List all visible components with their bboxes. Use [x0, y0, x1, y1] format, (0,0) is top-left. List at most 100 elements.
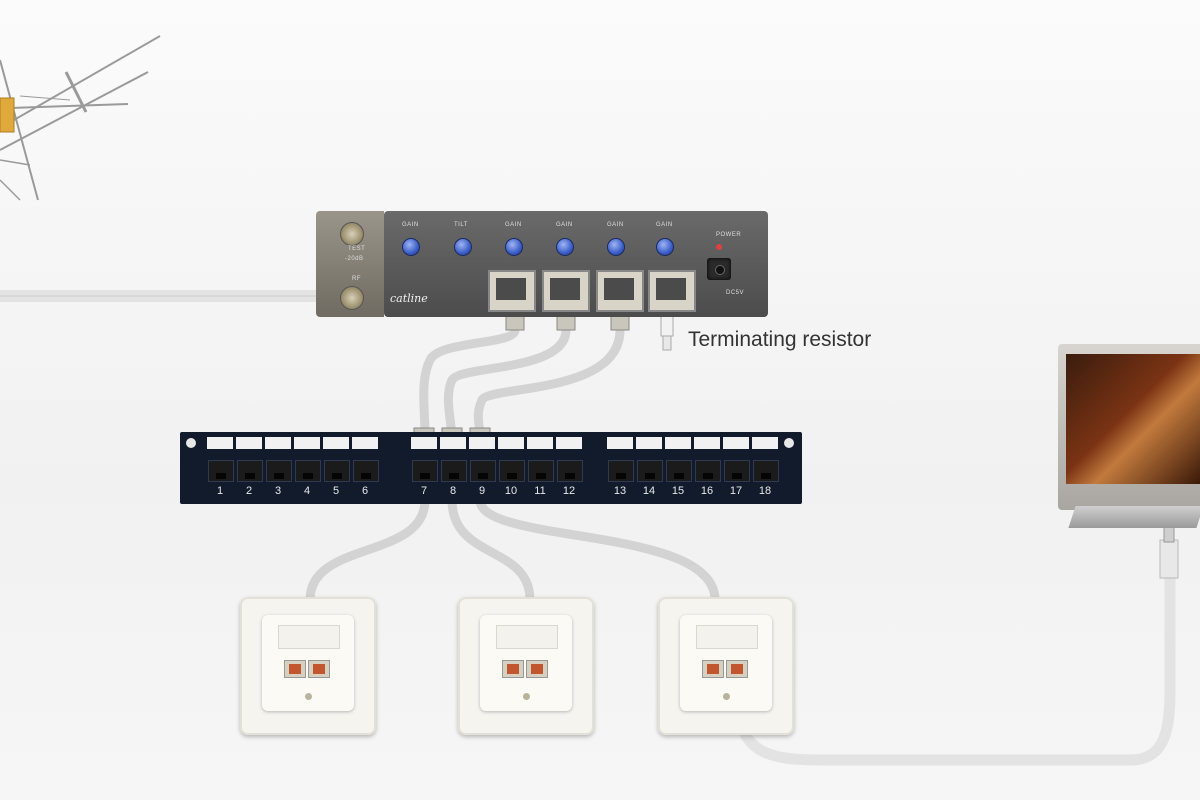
wall-socket-2 — [458, 597, 594, 735]
rf-port[interactable] — [340, 286, 364, 310]
television — [1058, 344, 1200, 510]
test-db-label: -20dB — [345, 256, 364, 262]
patch-port-1[interactable] — [208, 460, 234, 482]
patch-port-number: 1 — [216, 485, 224, 497]
antenna-icon — [0, 35, 161, 201]
patch-port-number: 7 — [420, 485, 428, 497]
dc-label: DC5V — [726, 290, 745, 296]
socket-jack[interactable] — [526, 660, 548, 678]
panel-to-socket-cables — [305, 498, 720, 601]
patch-port-number: 4 — [303, 485, 311, 497]
patch-label-tab — [607, 437, 633, 449]
socket-faceplate — [680, 615, 772, 711]
patch-port-16[interactable] — [695, 460, 721, 482]
patch-port-12[interactable] — [557, 460, 583, 482]
patch-port-3[interactable] — [266, 460, 292, 482]
knob-label-2: TILT — [454, 222, 468, 228]
socket-label-flap — [496, 625, 558, 649]
patch-port-number: 17 — [729, 485, 743, 497]
gain-knob-5[interactable] — [656, 238, 674, 256]
amp-output-port-1[interactable] — [488, 270, 536, 312]
patch-port-5[interactable] — [324, 460, 350, 482]
patch-label-tab — [636, 437, 662, 449]
patch-port-number: 12 — [562, 485, 576, 497]
patch-port-2[interactable] — [237, 460, 263, 482]
patch-port-13[interactable] — [608, 460, 634, 482]
brand-logo: catline — [390, 292, 428, 305]
tv-cable — [732, 560, 1176, 766]
knob-label-4: GAIN — [556, 222, 573, 228]
socket-jack[interactable] — [284, 660, 306, 678]
patch-port-number: 2 — [245, 485, 253, 497]
patch-port-number: 15 — [671, 485, 685, 497]
socket-screw — [523, 693, 530, 700]
amp-output-port-2[interactable] — [542, 270, 590, 312]
patch-port-6[interactable] — [353, 460, 379, 482]
patch-port-number: 18 — [758, 485, 772, 497]
patch-label-tab — [556, 437, 582, 449]
patch-label-tab — [498, 437, 524, 449]
patch-port-number: 10 — [504, 485, 518, 497]
gain-knob-3[interactable] — [556, 238, 574, 256]
patch-label-tab — [294, 437, 320, 449]
tv-connector — [1159, 523, 1179, 579]
tv-stand — [1068, 506, 1200, 528]
patch-port-10[interactable] — [499, 460, 525, 482]
terminating-resistor-label: Terminating resistor — [688, 328, 872, 351]
tilt-knob[interactable] — [454, 238, 472, 256]
socket-jack[interactable] — [308, 660, 330, 678]
wall-socket-1 — [240, 597, 376, 735]
socket-faceplate — [480, 615, 572, 711]
patch-port-17[interactable] — [724, 460, 750, 482]
knob-label-3: GAIN — [505, 222, 522, 228]
patch-label-tab — [665, 437, 691, 449]
patch-label-tab — [265, 437, 291, 449]
test-label: TEST — [348, 246, 366, 252]
patch-label-tab — [469, 437, 495, 449]
patch-label-tab — [723, 437, 749, 449]
gain-knob-2[interactable] — [505, 238, 523, 256]
mount-hole-left — [186, 438, 196, 448]
power-led — [716, 244, 722, 250]
patch-port-9[interactable] — [470, 460, 496, 482]
patch-port-number: 8 — [449, 485, 457, 497]
gain-knob-1[interactable] — [402, 238, 420, 256]
socket-screw — [723, 693, 730, 700]
gain-knob-4[interactable] — [607, 238, 625, 256]
patch-label-tab — [440, 437, 466, 449]
patch-port-7[interactable] — [412, 460, 438, 482]
patch-port-15[interactable] — [666, 460, 692, 482]
socket-jack[interactable] — [502, 660, 524, 678]
patch-port-18[interactable] — [753, 460, 779, 482]
patch-port-11[interactable] — [528, 460, 554, 482]
rf-label: RF — [352, 276, 361, 282]
amp-output-port-3[interactable] — [596, 270, 644, 312]
socket-faceplate — [262, 615, 354, 711]
test-port[interactable] — [340, 222, 364, 246]
socket-screw — [305, 693, 312, 700]
patch-label-tab — [527, 437, 553, 449]
patch-label-tab — [323, 437, 349, 449]
patch-label-tab — [236, 437, 262, 449]
amp-output-port-4[interactable] — [648, 270, 696, 312]
knob-label-5: GAIN — [607, 222, 624, 228]
patch-port-4[interactable] — [295, 460, 321, 482]
amp-to-panel-cables — [419, 328, 625, 436]
power-label: POWER — [716, 232, 742, 238]
patch-label-tab — [207, 437, 233, 449]
socket-label-flap — [278, 625, 340, 649]
patch-port-14[interactable] — [637, 460, 663, 482]
socket-jack[interactable] — [702, 660, 724, 678]
patch-label-tab — [411, 437, 437, 449]
patch-port-number: 3 — [274, 485, 282, 497]
patch-port-number: 6 — [361, 485, 369, 497]
dc-power-jack[interactable] — [707, 258, 731, 280]
socket-label-flap — [696, 625, 758, 649]
patch-port-8[interactable] — [441, 460, 467, 482]
patch-port-number: 11 — [534, 485, 546, 497]
socket-jack[interactable] — [726, 660, 748, 678]
mount-hole-right — [784, 438, 794, 448]
